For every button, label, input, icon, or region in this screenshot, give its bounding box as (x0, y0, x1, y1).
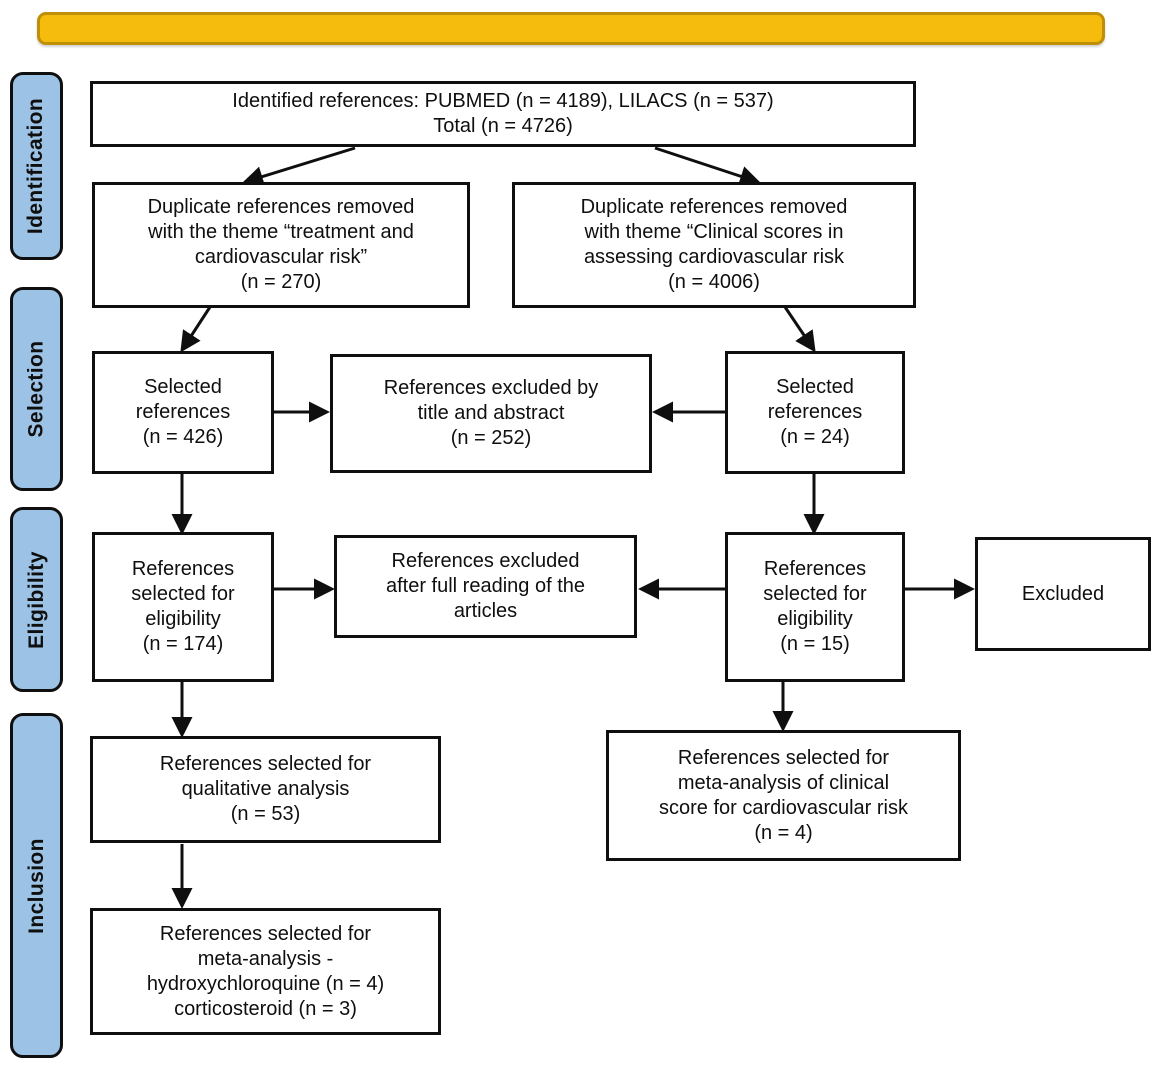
arrow-duplicates-left-to-selected-left (180, 306, 212, 353)
stage-label-selection: Selection (24, 340, 48, 438)
node-duplicates-left-text: Duplicate references removed with the th… (147, 196, 415, 293)
node-identified-references: Identified references: PUBMED (n = 4189)… (90, 81, 916, 147)
node-duplicates-right: Duplicate references removed with theme … (512, 182, 916, 308)
stage-label-inclusion: Inclusion (24, 837, 48, 934)
stage-pill-selection: Selection (10, 287, 63, 491)
node-qualitative-analysis-text: References selected for qualitative anal… (159, 753, 372, 825)
node-eligibility-left: References selected for eligibility (n =… (92, 532, 274, 682)
stage-label-eligibility: Eligibility (24, 550, 48, 649)
node-eligibility-right-text: References selected for eligibility (n =… (763, 558, 867, 655)
stage-pill-eligibility: Eligibility (10, 507, 63, 692)
node-excluded-right-text: Excluded (1021, 582, 1105, 605)
node-meta-analysis-clinical-score: References selected for meta-analysis of… (606, 730, 961, 861)
node-excluded-right: Excluded (975, 537, 1151, 651)
node-eligibility-right: References selected for eligibility (n =… (725, 532, 905, 682)
node-selected-references-right: Selected references (n = 24) (725, 351, 905, 474)
decorative-title-bar (37, 12, 1105, 45)
node-selected-references-left-text: Selected references (n = 426) (135, 376, 231, 448)
arrow-duplicates-right-to-selected-right (783, 306, 816, 353)
node-excluded-full-reading: References excluded after full reading o… (334, 535, 637, 638)
stage-pill-identification: Identification (10, 72, 63, 260)
node-eligibility-left-text: References selected for eligibility (n =… (131, 558, 235, 655)
node-selected-references-left: Selected references (n = 426) (92, 351, 274, 474)
node-qualitative-analysis: References selected for qualitative anal… (90, 736, 441, 843)
node-meta-analysis-clinical-score-text: References selected for meta-analysis of… (659, 746, 908, 844)
node-meta-analysis-drugs-text: References selected for meta-analysis - … (146, 922, 385, 1020)
node-meta-analysis-drugs: References selected for meta-analysis - … (90, 908, 441, 1035)
arrow-identified-to-duplicates-left (242, 146, 356, 187)
node-excluded-title-abstract-text: References excluded by title and abstrac… (383, 377, 599, 449)
arrow-identified-to-duplicates-right (654, 146, 761, 187)
node-duplicates-right-text: Duplicate references removed with theme … (580, 196, 848, 293)
node-selected-references-right-text: Selected references (n = 24) (767, 376, 863, 448)
stage-label-identification: Identification (24, 97, 48, 235)
stage-pill-inclusion: Inclusion (10, 713, 63, 1058)
node-identified-references-text: Identified references: PUBMED (n = 4189)… (232, 90, 774, 137)
node-excluded-title-abstract: References excluded by title and abstrac… (330, 354, 652, 473)
node-duplicates-left: Duplicate references removed with the th… (92, 182, 470, 308)
node-excluded-full-reading-text: References excluded after full reading o… (385, 550, 585, 622)
